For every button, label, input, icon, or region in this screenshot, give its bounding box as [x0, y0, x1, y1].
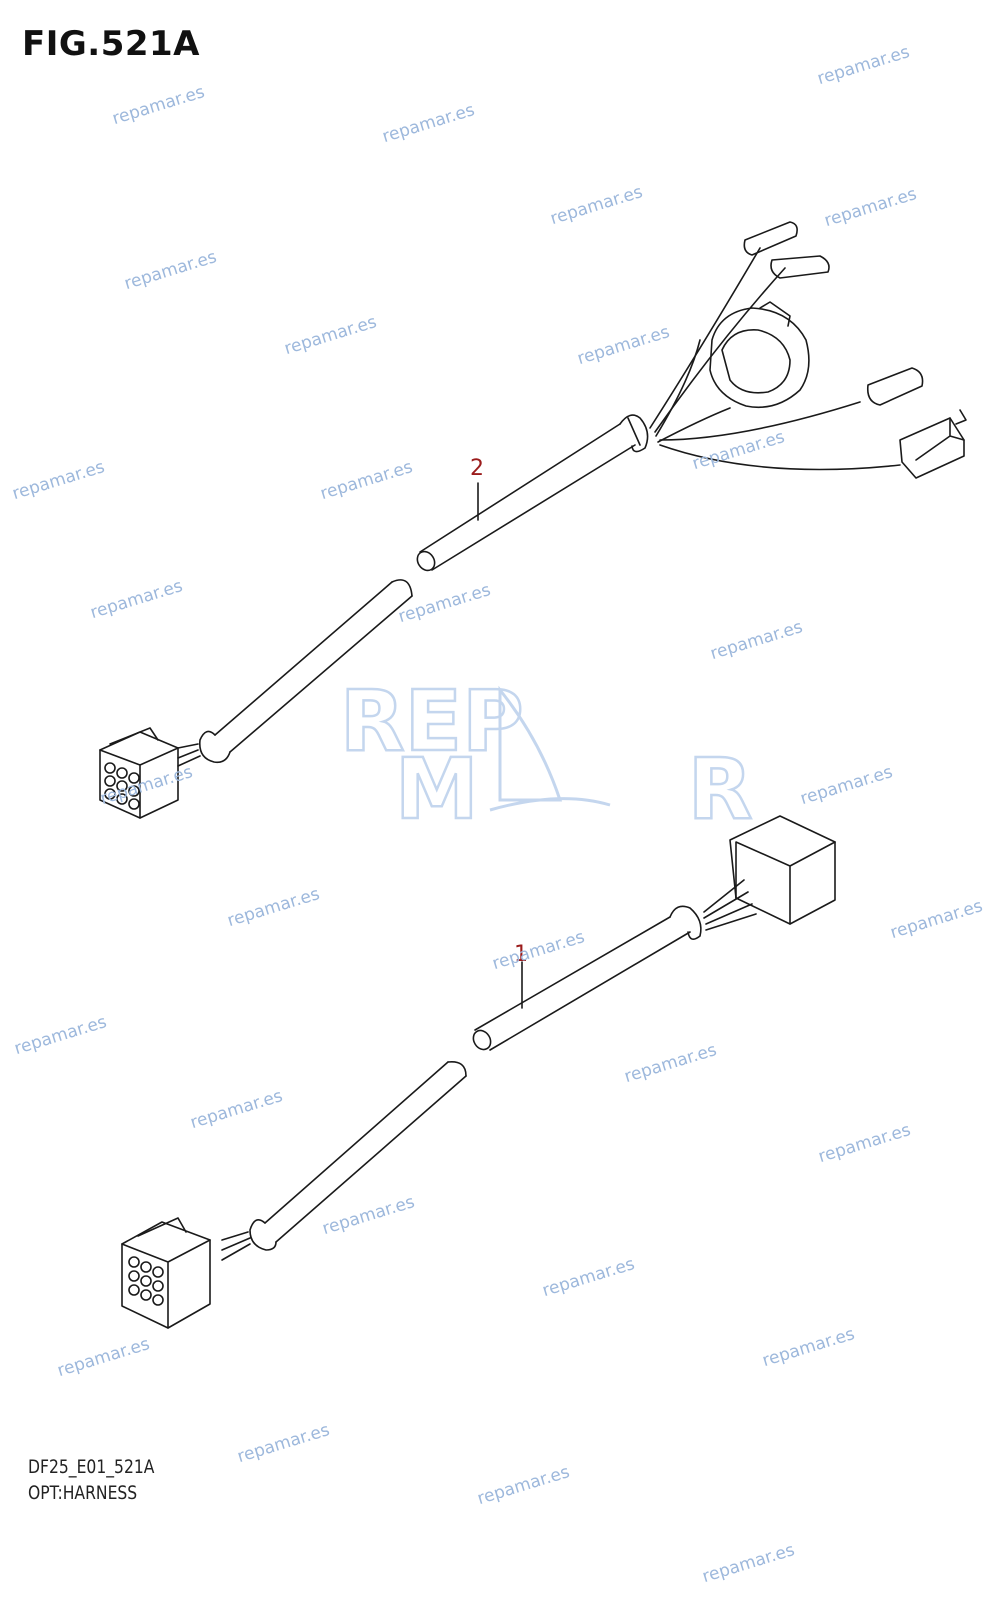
figure-title: FIG.521A: [22, 24, 200, 64]
harness-2: [99, 221, 967, 819]
figure-code: DF25_E01_521A: [28, 1456, 155, 1478]
harness-1: [121, 815, 836, 1329]
callout-1: 1: [514, 942, 528, 967]
repamar-logo: REP M R: [339, 671, 843, 840]
connector-pin-grid: [104, 762, 140, 810]
callout-2: 2: [470, 456, 484, 481]
svg-text:M R: M R: [395, 740, 843, 838]
connector-pin-grid: [128, 1256, 164, 1306]
svg-text:REP: REP: [340, 672, 524, 770]
figure-name: OPT:HARNESS: [28, 1482, 138, 1504]
